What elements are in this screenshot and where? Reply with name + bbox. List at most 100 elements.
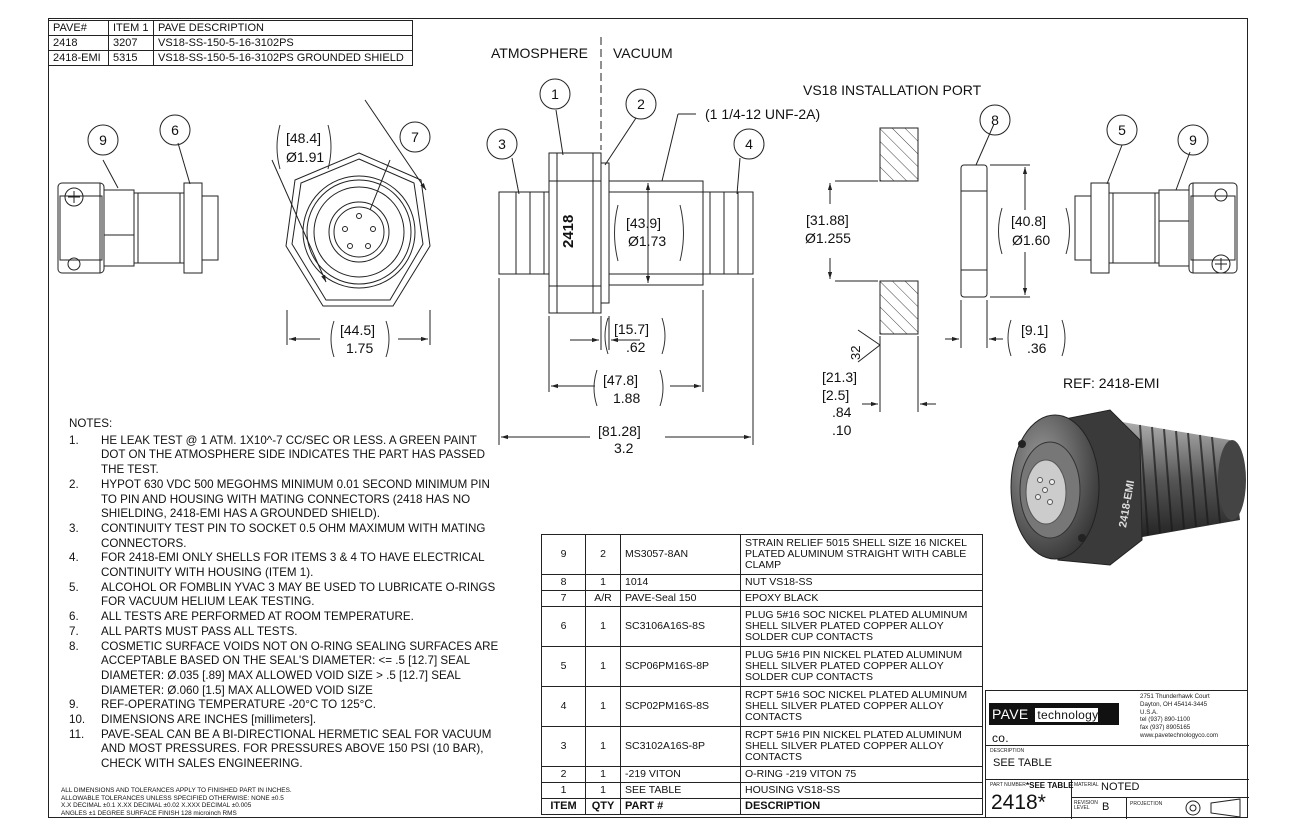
revision-label: REVISION LEVEL [1074, 800, 1098, 811]
divider [986, 779, 1249, 780]
installation-port-label: VS18 INSTALLATION PORT [803, 82, 982, 98]
body-marking: 2418 [560, 215, 577, 248]
balloon-item-1: 1 [551, 86, 559, 102]
bom-part: SCP02PM16S-8S [620, 686, 741, 727]
bom-item: 4 [541, 686, 586, 727]
nut-side-view [945, 123, 1030, 348]
bom-item: 8 [541, 574, 586, 591]
bom-qty: 1 [585, 686, 621, 727]
table-row: 3 1 SC3102A16S-8P RCPT 5#16 PIN NICKEL P… [541, 726, 983, 767]
balloon-item-9b: 9 [1189, 132, 1197, 148]
note-item: 8. COSMETIC SURFACE VOIDS NOT ON O-RING S… [69, 640, 499, 699]
dim-40-8: [40.8] [1011, 213, 1046, 229]
dim-2-5: [2.5] [822, 387, 849, 403]
note-item: 11. PAVE-SEAL CAN BE A BI-DIRECTIONAL HER… [69, 728, 499, 772]
dim-1-88: 1.88 [613, 390, 640, 406]
note-text: COSMETIC SURFACE VOIDS NOT ON O-RING SEA… [101, 639, 499, 697]
bom-part: 1014 [620, 574, 741, 591]
table-row: 2418 3207 VS18-SS-150-5-16-3102PS [48, 35, 413, 51]
bom-part: -219 VITON [620, 766, 741, 783]
note-number: 7. [69, 624, 79, 638]
note-item: 2. HYPOT 630 VDC 500 MEGOHMS MINIMUM 0.01… [69, 478, 499, 522]
note-number: 9. [69, 698, 79, 712]
note-item: 7. ALL PARTS MUST PASS ALL TESTS. [69, 625, 499, 640]
bom-item: 7 [541, 590, 586, 607]
sheet-border [48, 18, 1248, 818]
dim-0-84: .84 [832, 404, 852, 420]
address-line: tel (937) 890-1100 [1140, 716, 1191, 724]
bom-item: 5 [541, 646, 586, 687]
divider [1126, 797, 1127, 819]
material-label: MATERIAL [1074, 782, 1099, 788]
note-number: 8. [69, 639, 79, 653]
drawing-notes: NOTES: 1.HE LEAK TEST @ 1 ATM. 1X10^-7 C… [69, 417, 499, 772]
left-connector-side-view [57, 142, 219, 274]
part-number-value: 2418* [991, 791, 1046, 814]
bom-desc: RCPT 5#16 SOC NICKEL PLATED ALUMINUM SHE… [740, 686, 983, 727]
table-cell: 2418-EMI [48, 50, 109, 66]
balloon-item-2: 2 [637, 96, 645, 112]
tolerance-line: ALL DIMENSIONS AND TOLERANCES APPLY TO F… [61, 787, 292, 794]
dim-31-88: [31.88] [806, 212, 849, 228]
dim-3-2: 3.2 [614, 440, 634, 456]
note-number: 11. [69, 727, 85, 741]
bom-item: 2 [541, 766, 586, 783]
note-text: ALL PARTS MUST PASS ALL TESTS. [101, 624, 298, 638]
note-text: PAVE-SEAL CAN BE A BI-DIRECTIONAL HERMET… [101, 727, 492, 771]
tolerance-line: ANGLES ±1 DEGREE SURFACE FINISH 128 micr… [61, 809, 237, 817]
dim-15-7: [15.7] [614, 321, 649, 337]
note-text: CONTINUITY TEST PIN TO SOCKET 0.5 OHM MA… [101, 521, 486, 550]
bom-header-qty: QTY [585, 798, 621, 815]
note-item: 5.ALCOHOL OR FOMBLIN YVAC 3 MAY BE USED … [69, 581, 499, 610]
bom-desc: STRAIN RELIEF 5015 SHELL SIZE 16 NICKEL … [740, 534, 983, 575]
main-side-view [498, 37, 754, 445]
table-row: PAVE# ITEM 1 PAVE DESCRIPTION [48, 20, 413, 36]
iso-render [1010, 409, 1246, 566]
note-item: 9.REF-OPERATING TEMPERATURE -20°C TO 125… [69, 698, 499, 713]
note-number: 3. [69, 521, 79, 535]
bom-qty: 2 [585, 534, 621, 575]
bom-header-item: ITEM [541, 798, 586, 815]
note-number: 4. [69, 551, 79, 565]
divider [1071, 797, 1249, 798]
bom-desc: EPOXY BLACK [740, 590, 983, 607]
table-row: 1 1 SEE TABLE HOUSING VS18-SS [541, 782, 983, 799]
bom-part: MS3057-8AN [620, 534, 741, 575]
table-cell: VS18-SS-150-5-16-3102PS [153, 35, 413, 51]
table-header-row: ITEM QTY PART # DESCRIPTION [541, 798, 983, 815]
title-block: PAVE technology co. 2751 Thunderhawk Cou… [985, 690, 1249, 819]
address-line: www.pavetechnologyco.com [1140, 731, 1219, 739]
table-row: 9 2 MS3057-8AN STRAIN RELIEF 5015 SHELL … [541, 534, 983, 575]
dim-0-62: .62 [626, 339, 646, 355]
bom-item: 3 [541, 726, 586, 767]
bom-part: SCP06PM16S-8P [620, 646, 741, 687]
bom-desc: PLUG 5#16 SOC NICKEL PLATED ALUMINUM SHE… [740, 606, 983, 647]
part-number-note: *SEE TABLE [1026, 781, 1074, 790]
note-item: 6.ALL TESTS ARE PERFORMED AT ROOM TEMPER… [69, 610, 499, 625]
dim-0-10: .10 [832, 422, 852, 438]
dim-81-28: [81.28] [598, 423, 641, 439]
table-cell: ITEM 1 [108, 20, 154, 36]
dim-1-255: Ø1.255 [805, 230, 851, 246]
note-text: HYPOT 630 VDC 500 MEGOHMS MINIMUM 0.01 S… [101, 477, 490, 521]
front-end-view [271, 99, 431, 345]
pave-number-table: PAVE# ITEM 1 PAVE DESCRIPTION 2418 3207 … [48, 20, 413, 66]
table-row: 6 1 SC3106A16S-8S PLUG 5#16 SOC NICKEL P… [541, 606, 983, 647]
vacuum-label: VACUUM [613, 45, 673, 61]
note-number: 2. [69, 477, 79, 491]
description-value: SEE TABLE [993, 757, 1052, 769]
dim-1-60: Ø1.60 [1012, 232, 1050, 248]
divider [986, 745, 1249, 746]
company-address: 2751 Thunderhawk Court Dayton, OH 45414-… [1140, 693, 1218, 740]
balloon-item-4: 4 [745, 136, 753, 152]
table-row: 4 1 SCP02PM16S-8S RCPT 5#16 SOC NICKEL P… [541, 686, 983, 727]
balloon-item-6: 6 [171, 122, 179, 138]
bom-qty: 1 [585, 726, 621, 767]
revision-value: B [1102, 801, 1110, 813]
thread-spec-label: (1 1/4-12 UNF-2A) [705, 106, 820, 122]
table-row: 5 1 SCP06PM16S-8P PLUG 5#16 PIN NICKEL P… [541, 646, 983, 687]
bom-qty: 1 [585, 606, 621, 647]
note-number: 10. [69, 713, 86, 727]
table-cell: 5315 [108, 50, 154, 66]
